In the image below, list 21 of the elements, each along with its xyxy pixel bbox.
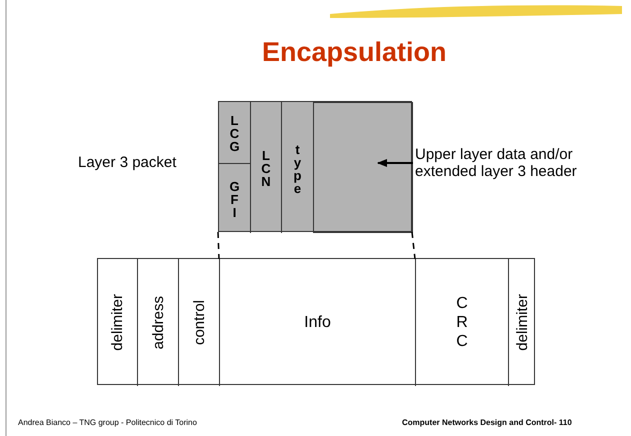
field-label: LCN: [260, 148, 272, 187]
field-label: GFI: [228, 179, 241, 218]
field-label: Info: [304, 314, 331, 332]
field-label: delimiter: [514, 294, 531, 351]
packet-box: [218, 101, 412, 232]
annotation-text: Upper layer data and/or extended layer 3 header: [415, 146, 578, 180]
field-label: delimiter: [109, 294, 126, 351]
field-label: LCG: [228, 113, 241, 152]
title: Encapsulation: [262, 36, 447, 68]
arrow: [377, 159, 413, 167]
field-label: CRC: [456, 294, 468, 351]
side-label: Layer 3 packet: [78, 154, 176, 171]
dashed-line: [217, 232, 220, 260]
frame-box: [97, 258, 535, 385]
field-label: control: [190, 300, 208, 346]
field-label: type: [291, 142, 304, 194]
field-label: address: [150, 296, 166, 350]
dashed-line: [411, 232, 416, 260]
footer-text: Computer Networks Design and Control- 110: [402, 418, 572, 427]
data-field: [313, 102, 413, 233]
footer-text: Andrea Bianco – TNG group - Politecnico di Torino: [18, 418, 197, 427]
